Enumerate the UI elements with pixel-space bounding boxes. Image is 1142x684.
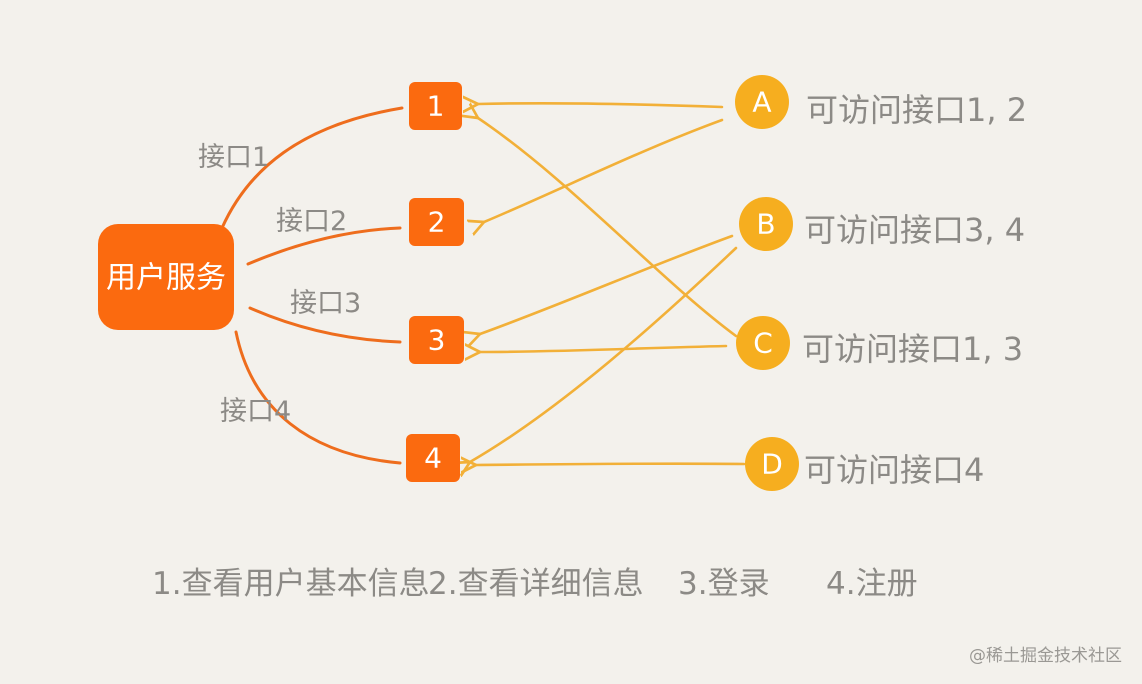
client-id-b: B: [756, 208, 775, 241]
client-nodes: A 可访问接口1, 2 B 可访问接口3, 4 C 可访问接口1, 3 D 可访…: [735, 75, 1027, 491]
client-id-a: A: [752, 86, 771, 119]
edge-C-3: [480, 346, 728, 352]
interface-node-4: 4: [406, 434, 460, 482]
edge-label-1: 接口1: [198, 142, 269, 173]
legend-item-1: 1.查看用户基本信息: [152, 566, 430, 602]
interface-node-3: 3: [409, 316, 464, 364]
interface-node-2: 2: [409, 198, 464, 246]
client-id-c: C: [753, 327, 773, 360]
client-id-d: D: [761, 448, 783, 481]
client-desc-b: 可访问接口3, 4: [804, 211, 1025, 249]
legend-item-2: 2.查看详细信息: [428, 566, 644, 602]
legend-item-3: 3.登录: [678, 566, 770, 602]
edge-D-4: [476, 464, 746, 465]
service-edge-3: [248, 306, 402, 344]
interface-num-1: 1: [427, 90, 445, 123]
service-edge-1: [220, 106, 404, 230]
edge-labels: 接口1 接口2 接口3 接口4: [198, 142, 361, 427]
interface-nodes: 1 2 3 4: [406, 82, 464, 482]
client-node-c: C 可访问接口1, 3: [736, 316, 1023, 370]
client-node-b: B 可访问接口3, 4: [739, 197, 1025, 251]
edge-B-3: [480, 234, 734, 334]
service-label: 用户服务: [106, 261, 226, 296]
client-desc-d: 可访问接口4: [804, 451, 984, 489]
service-edge-2: [246, 226, 402, 266]
edge-label-4: 接口4: [220, 396, 291, 427]
client-node-a: A 可访问接口1, 2: [735, 75, 1027, 129]
client-desc-c: 可访问接口1, 3: [802, 330, 1023, 368]
client-desc-a: 可访问接口1, 2: [806, 91, 1027, 129]
edge-B-4: [470, 246, 738, 462]
interface-num-3: 3: [428, 324, 446, 357]
interface-num-2: 2: [428, 206, 446, 239]
service-edge-4: [234, 330, 402, 465]
interface-num-4: 4: [424, 442, 442, 475]
interface-node-1: 1: [409, 82, 462, 130]
client-edges: [470, 103, 746, 465]
edge-label-2: 接口2: [276, 206, 347, 237]
watermark: @稀土掘金技术社区: [969, 646, 1122, 666]
client-node-d: D 可访问接口4: [745, 437, 984, 491]
edge-label-3: 接口3: [290, 288, 361, 319]
service-edges: [220, 106, 404, 465]
legend-item-4: 4.注册: [826, 566, 918, 602]
edge-C-1: [478, 118, 738, 338]
edge-A-2: [484, 118, 724, 222]
service-node: 用户服务: [98, 224, 234, 330]
edge-A-1: [478, 103, 724, 107]
legend: 1.查看用户基本信息 2.查看详细信息 3.登录 4.注册: [152, 566, 918, 602]
